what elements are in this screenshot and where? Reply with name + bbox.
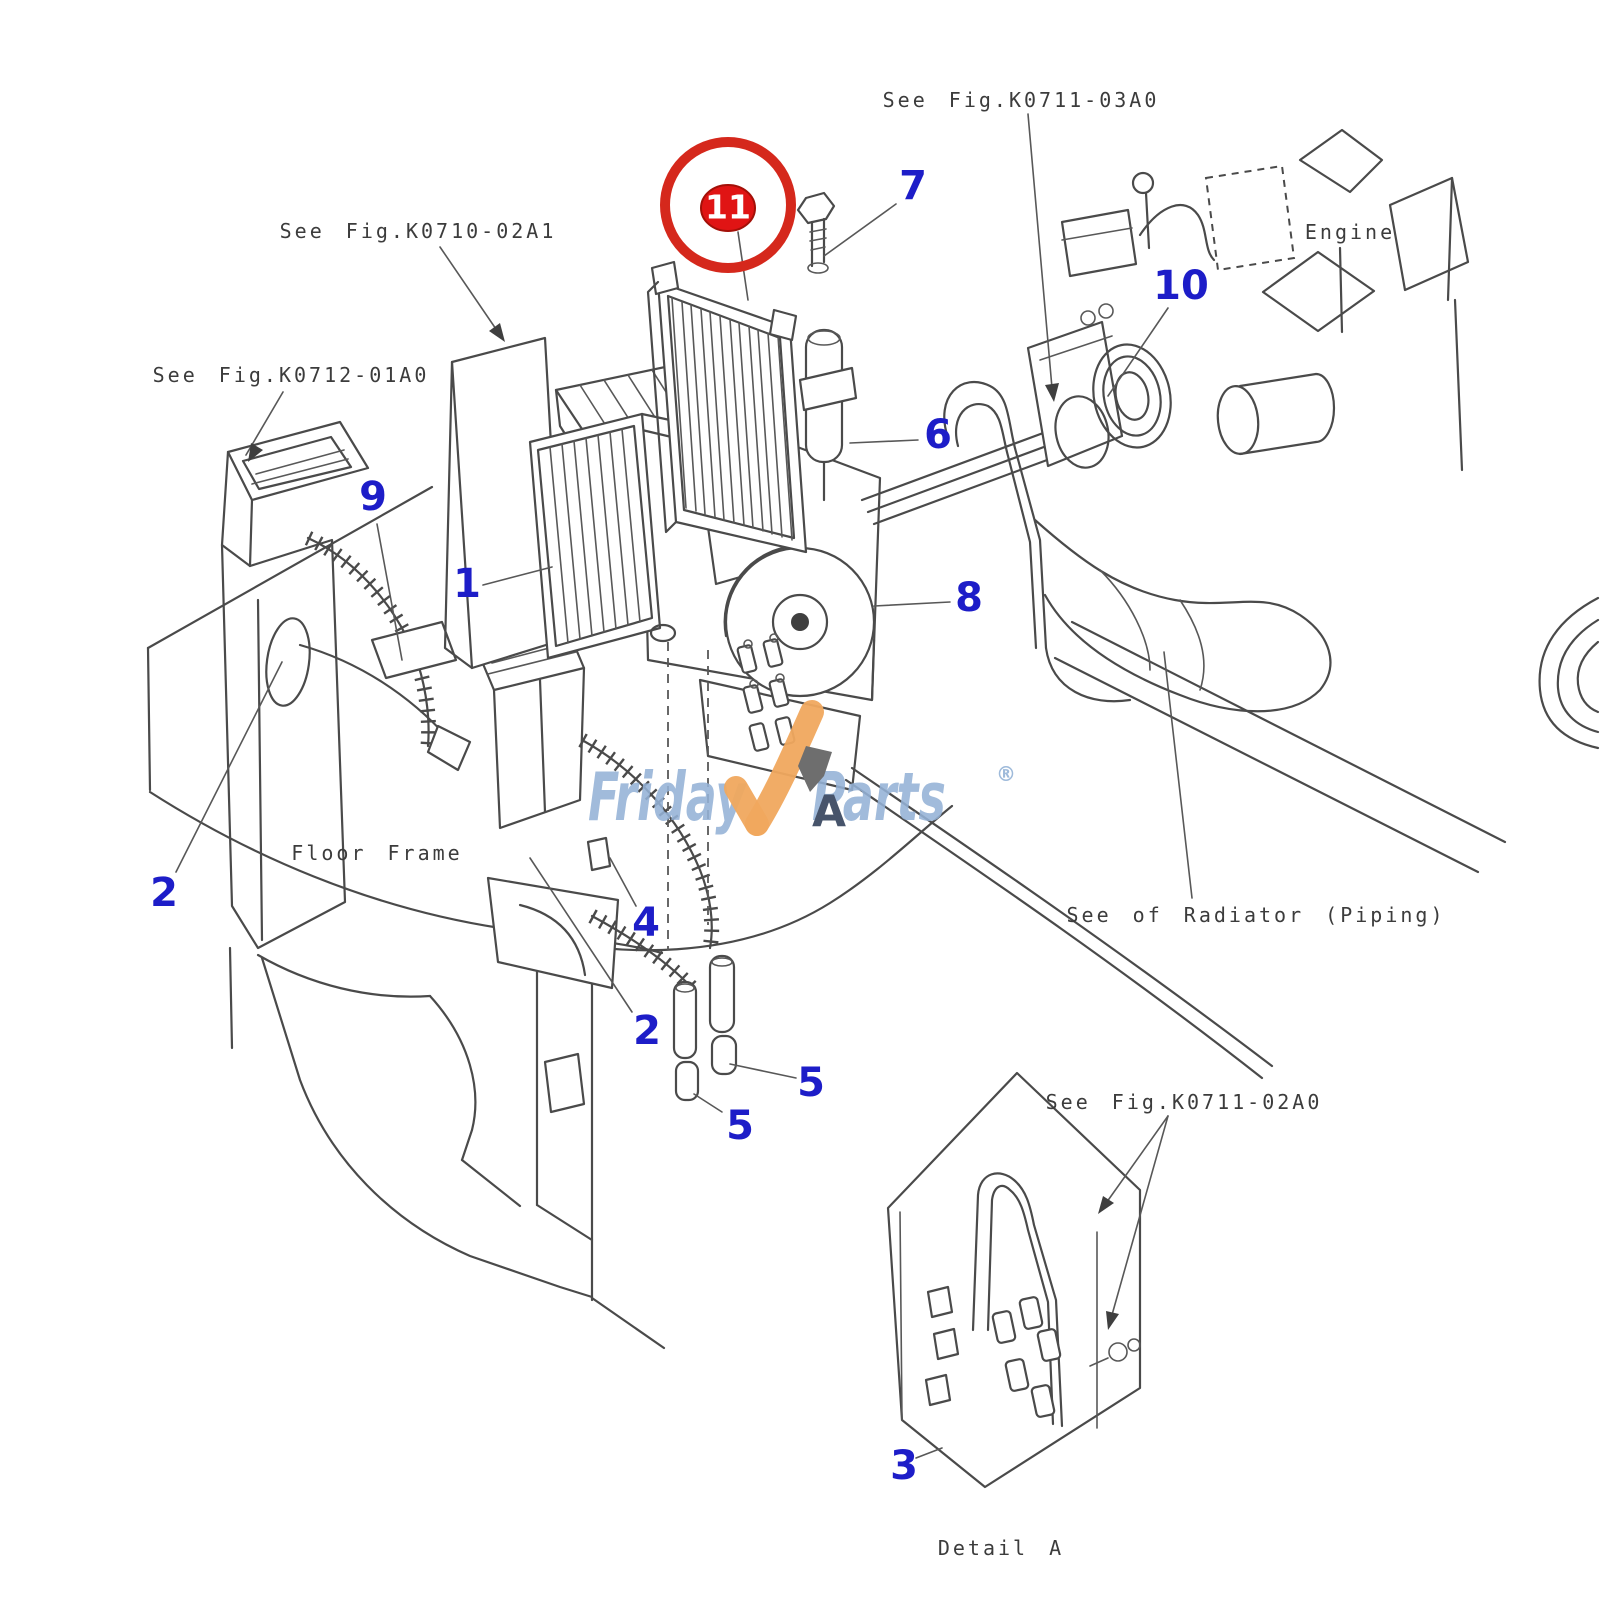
callout-3: 3	[890, 1443, 918, 1489]
detail-a-assembly	[886, 1071, 1142, 1489]
callout-5-right: 5	[797, 1060, 825, 1106]
callout-2-mid: 2	[633, 1008, 661, 1054]
callout-2-left: 2	[150, 870, 178, 916]
receiver-drier	[798, 328, 858, 502]
bolt	[796, 191, 836, 274]
view-direction-arrow-icon	[798, 746, 832, 792]
watermark-registered-mark: ®	[996, 762, 1016, 786]
fig-ref-k0711-02: See Fig.K0711-02A0	[1045, 1090, 1323, 1114]
condenser	[646, 260, 808, 554]
left-vent-duct	[220, 420, 370, 950]
callout-4: 4	[632, 900, 660, 946]
callout-1: 1	[453, 561, 481, 607]
callout-7: 7	[899, 163, 927, 209]
fig-ref-k0710: See Fig.K0710-02A1	[279, 219, 557, 243]
receiver-cylinders	[667, 642, 738, 1102]
callout-9: 9	[359, 474, 387, 520]
watermark-brand-left: Friday	[588, 757, 746, 837]
fig-ref-k0711-03: See Fig.K0711-03A0	[882, 88, 1160, 112]
callout-5-left: 5	[726, 1103, 754, 1149]
callout-10: 10	[1153, 263, 1209, 309]
compressor-body	[1026, 320, 1124, 468]
highlighted-part-number-11: 11	[705, 187, 751, 227]
engine-assembly	[1026, 128, 1470, 713]
engine-label: Engine	[1304, 220, 1396, 244]
watermark-brand-right: Parts	[812, 757, 946, 837]
center-vent-duct	[370, 620, 720, 996]
fig-ref-k0712: See Fig.K0712-01A0	[152, 363, 430, 387]
callout-8: 8	[955, 575, 983, 621]
view-marker-a: A	[811, 786, 847, 838]
detail-a-caption: Detail A	[937, 1536, 1065, 1560]
callout-6: 6	[924, 412, 952, 458]
radiator-note-label: See of Radiator (Piping)	[1066, 903, 1446, 927]
leader-lines	[175, 113, 1193, 1459]
highlight-ring	[660, 137, 796, 273]
floor-frame-label: Floor Frame	[291, 841, 463, 865]
